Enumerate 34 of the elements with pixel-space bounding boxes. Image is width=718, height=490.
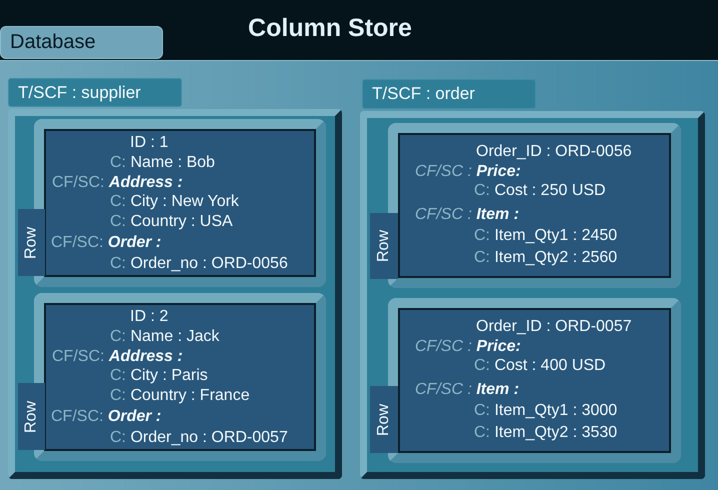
column-entry: C: Item_Qty2 : 2560 — [474, 248, 618, 268]
row-tab: Row — [370, 386, 398, 453]
column-family-label: CF/SC : Price: — [415, 162, 521, 182]
column-entry: C: Order_no : ORD-0056 — [110, 254, 288, 274]
column-family-label: CF/SC : Price: — [415, 337, 521, 357]
row-tab: Row — [18, 383, 45, 450]
row-key: Order_ID : ORD-0057 — [476, 317, 632, 337]
column-entry: C: City : New York — [110, 192, 239, 212]
column-family-label: CF/SC: Address : — [52, 347, 183, 367]
row-key: ID : 1 — [130, 133, 168, 153]
table-heading: T/SCF : order — [362, 79, 536, 109]
column-entry: C: Order_no : ORD-0057 — [110, 428, 288, 448]
row-key: ID : 2 — [130, 307, 168, 327]
column-entry: C: Name : Jack — [110, 327, 220, 347]
column-entry: C: Item_Qty1 : 3000 — [474, 401, 618, 421]
column-family-label: CF/SC : Item : — [415, 205, 520, 225]
row-tab: Row — [18, 209, 45, 276]
table-heading: T/SCF : supplier — [8, 78, 182, 107]
column-entry: C: Cost : 250 USD — [474, 181, 606, 201]
column-entry: C: City : Paris — [110, 366, 208, 386]
column-family-label: CF/SC: Address : — [52, 173, 183, 193]
diagram-title: Column Store — [248, 13, 412, 43]
panel-heading: Database — [0, 26, 163, 59]
column-family-label: CF/SC : Item : — [415, 380, 520, 400]
column-entry: C: Name : Bob — [110, 153, 215, 173]
column-entry: C: Item_Qty2 : 3530 — [474, 423, 618, 443]
column-entry: C: Country : USA — [110, 212, 233, 232]
column-entry: C: Country : France — [110, 386, 250, 406]
row-tab: Row — [370, 213, 398, 279]
column-entry: C: Item_Qty1 : 2450 — [474, 226, 618, 246]
column-entry: C: Cost : 400 USD — [474, 356, 606, 376]
column-family-label: CF/SC: Order : — [51, 233, 162, 253]
column-family-label: CF/SC: Order : — [51, 407, 162, 427]
row-key: Order_ID : ORD-0056 — [476, 142, 632, 162]
